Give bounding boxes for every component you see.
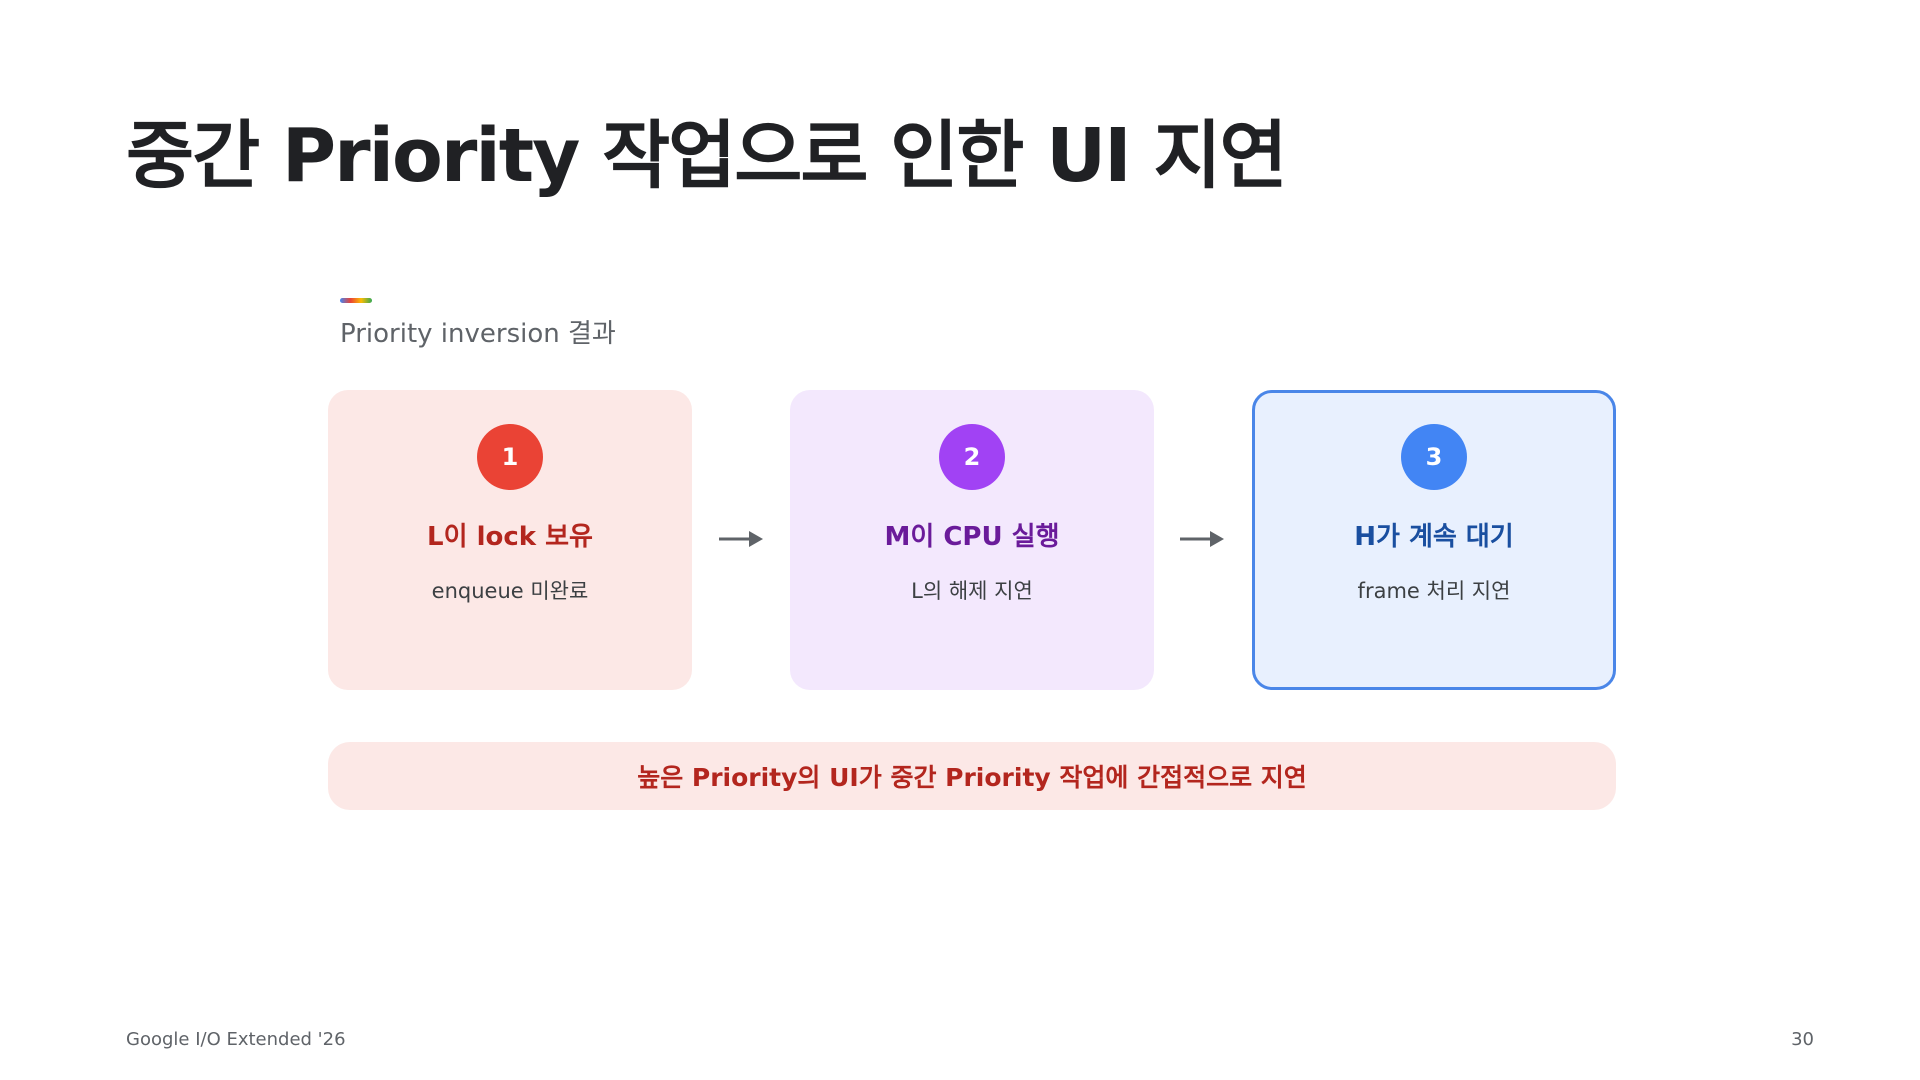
step-subtext: enqueue 미완료 (431, 579, 589, 603)
step-number-badge: 2 (939, 424, 1005, 490)
arrow-right-icon (1180, 531, 1224, 547)
summary-callout-text: 높은 Priority의 UI가 중간 Priority 작업에 간접적으로 지… (637, 763, 1307, 792)
step-heading: H가 계속 대기 (1354, 522, 1514, 552)
step-number-badge: 1 (477, 424, 543, 490)
step-subtext: frame 처리 지연 (1357, 579, 1511, 603)
arrow-right-icon (719, 531, 763, 547)
step-card-3: 3 H가 계속 대기 frame 처리 지연 (1252, 390, 1616, 690)
section-accent-bar (340, 298, 372, 303)
step-subtext: L의 해제 지연 (911, 579, 1033, 603)
step-heading: L이 lock 보유 (427, 522, 593, 552)
slide-title: 중간 Priority 작업으로 인한 UI 지연 (126, 113, 1288, 199)
step-card-1: 1 L이 lock 보유 enqueue 미완료 (328, 390, 692, 690)
section-label: Priority inversion 결과 (340, 319, 616, 349)
footer-page-number: 30 (1791, 1029, 1814, 1050)
summary-callout: 높은 Priority의 UI가 중간 Priority 작업에 간접적으로 지… (328, 742, 1616, 810)
step-heading: M이 CPU 실행 (884, 522, 1060, 552)
step-card-2: 2 M이 CPU 실행 L의 해제 지연 (790, 390, 1154, 690)
footer-event-name: Google I/O Extended '26 (126, 1029, 346, 1050)
step-number-badge: 3 (1401, 424, 1467, 490)
